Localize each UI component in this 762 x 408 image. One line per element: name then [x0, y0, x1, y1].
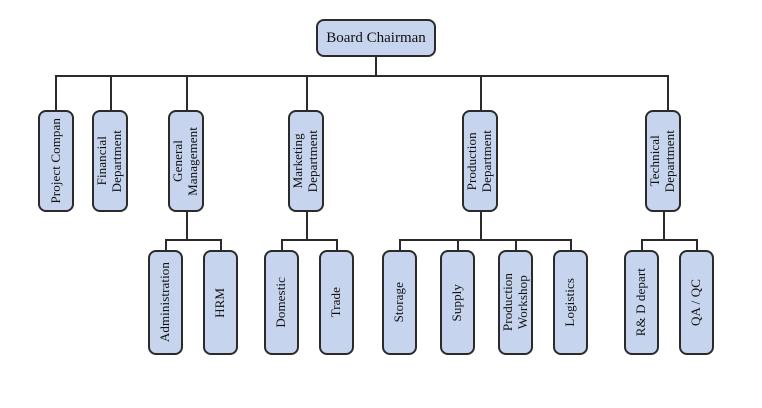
- node-label-supply: Supply: [449, 283, 465, 322]
- connector-stem-general-management: [186, 212, 188, 240]
- node-logistics[interactable]: Logistics: [553, 250, 588, 355]
- connector-root-stem: [375, 57, 377, 76]
- node-project-company[interactable]: Project Compan: [38, 110, 74, 212]
- connector-drop-administration: [165, 239, 167, 251]
- connector-level2-bus: [55, 75, 669, 77]
- node-label-production-department: Production Department: [464, 129, 494, 193]
- node-label-logistics: Logistics: [562, 278, 578, 327]
- connector-drop-supply: [457, 239, 459, 251]
- connector-drop-l2-4: [480, 75, 482, 111]
- connector-bus-general-management: [165, 239, 222, 241]
- node-label-administration: Administration: [157, 262, 173, 343]
- node-marketing-department[interactable]: Marketing Department: [288, 110, 324, 212]
- connector-bus-marketing: [281, 239, 338, 241]
- connector-bus-production: [399, 239, 572, 241]
- node-supply[interactable]: Supply: [440, 250, 475, 355]
- node-technical-department[interactable]: Technical Department: [645, 110, 681, 212]
- connector-drop-trade: [336, 239, 338, 251]
- connector-drop-production-workshop: [515, 239, 517, 251]
- connector-stem-technical: [663, 212, 665, 240]
- connector-drop-l2-3: [306, 75, 308, 111]
- node-label-production-workshop: Production Workshop: [499, 273, 530, 332]
- connector-drop-rd: [641, 239, 643, 251]
- node-label-project-company: Project Compan: [47, 118, 63, 204]
- node-board-chairman[interactable]: Board Chairman: [316, 19, 436, 57]
- node-label-technical-department: Technical Department: [647, 129, 677, 193]
- connector-drop-hrm: [220, 239, 222, 251]
- connector-bus-technical: [641, 239, 698, 241]
- node-storage[interactable]: Storage: [382, 250, 417, 355]
- node-label-hrm: HRM: [212, 287, 228, 318]
- node-administration[interactable]: Administration: [148, 250, 183, 355]
- node-label-domestic: Domestic: [273, 277, 289, 328]
- node-qa-qc[interactable]: QA / QC: [679, 250, 714, 355]
- connector-drop-l2-2: [186, 75, 188, 111]
- connector-drop-logistics: [570, 239, 572, 251]
- connector-drop-l2-1: [110, 75, 112, 111]
- connector-drop-domestic: [281, 239, 283, 251]
- node-label-storage: Storage: [391, 282, 407, 323]
- node-label-board-chairman: Board Chairman: [326, 29, 426, 46]
- node-label-general-management: General Management: [170, 126, 200, 196]
- node-domestic[interactable]: Domestic: [264, 250, 299, 355]
- connector-drop-storage: [399, 239, 401, 251]
- node-production-workshop[interactable]: Production Workshop: [498, 250, 533, 355]
- connector-drop-l2-5: [667, 75, 669, 111]
- node-general-management[interactable]: General Management: [168, 110, 204, 212]
- node-label-financial-department: Financial Department: [94, 129, 124, 193]
- connector-stem-marketing: [306, 212, 308, 240]
- node-trade[interactable]: Trade: [319, 250, 354, 355]
- node-rd-department[interactable]: R& D depart: [624, 250, 659, 355]
- node-label-rd-department: R& D depart: [633, 268, 649, 337]
- connector-drop-l2-0: [55, 75, 57, 111]
- node-production-department[interactable]: Production Department: [462, 110, 498, 212]
- node-label-marketing-department: Marketing Department: [290, 129, 320, 193]
- connector-stem-production: [480, 212, 482, 240]
- node-financial-department[interactable]: Financial Department: [92, 110, 128, 212]
- node-label-qa-qc: QA / QC: [688, 279, 704, 326]
- node-hrm[interactable]: HRM: [203, 250, 238, 355]
- node-label-trade: Trade: [328, 287, 344, 318]
- connector-drop-qa-qc: [696, 239, 698, 251]
